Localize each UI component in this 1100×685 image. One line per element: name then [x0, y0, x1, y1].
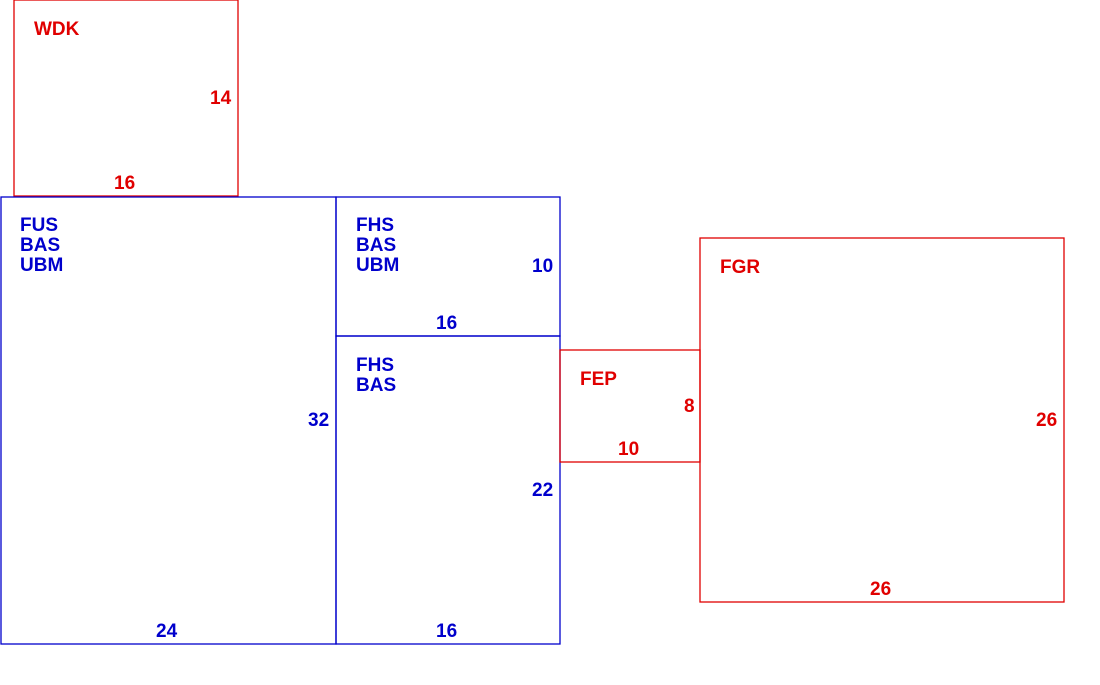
area-fhs-upper-width: 16 [436, 313, 457, 334]
area-fhs-lower-code-1: FHS [356, 355, 394, 376]
area-fep-height: 8 [684, 396, 695, 417]
area-fgr-height: 26 [1036, 410, 1057, 431]
area-wdk-code-1: WDK [34, 19, 80, 40]
area-fhs-upper-height: 10 [532, 256, 553, 277]
area-fgr-code-1: FGR [720, 257, 760, 278]
area-wdk: WDK 14 16 [13, 0, 239, 197]
area-fhs-lower: FHS BAS 22 16 [335, 335, 561, 645]
area-fus-code-1: FUS [20, 215, 58, 236]
area-fgr: FGR 26 26 [699, 237, 1065, 603]
area-wdk-outline [13, 0, 239, 197]
area-fgr-width: 26 [870, 579, 891, 600]
area-fep: FEP 8 10 [559, 349, 701, 463]
area-fus-width: 24 [156, 621, 178, 642]
area-fus-code-3: UBM [20, 255, 63, 276]
area-fus: FUS BAS UBM 32 24 [0, 196, 337, 645]
area-fus-height: 32 [308, 410, 329, 431]
area-fep-width: 10 [618, 439, 639, 460]
area-fep-code-1: FEP [580, 369, 617, 390]
area-fhs-upper: FHS BAS UBM 10 16 [335, 196, 561, 337]
area-fgr-outline [699, 237, 1065, 603]
area-wdk-width: 16 [114, 173, 135, 194]
area-fhs-lower-height: 22 [532, 480, 553, 501]
area-fhs-lower-outline [335, 335, 561, 645]
area-fhs-upper-code-2: BAS [356, 235, 396, 256]
area-wdk-height: 14 [210, 88, 232, 109]
area-fus-code-2: BAS [20, 235, 60, 256]
area-fhs-upper-code-1: FHS [356, 215, 394, 236]
area-fhs-upper-code-3: UBM [356, 255, 399, 276]
area-fhs-lower-width: 16 [436, 621, 457, 642]
area-fhs-lower-code-2: BAS [356, 375, 396, 396]
